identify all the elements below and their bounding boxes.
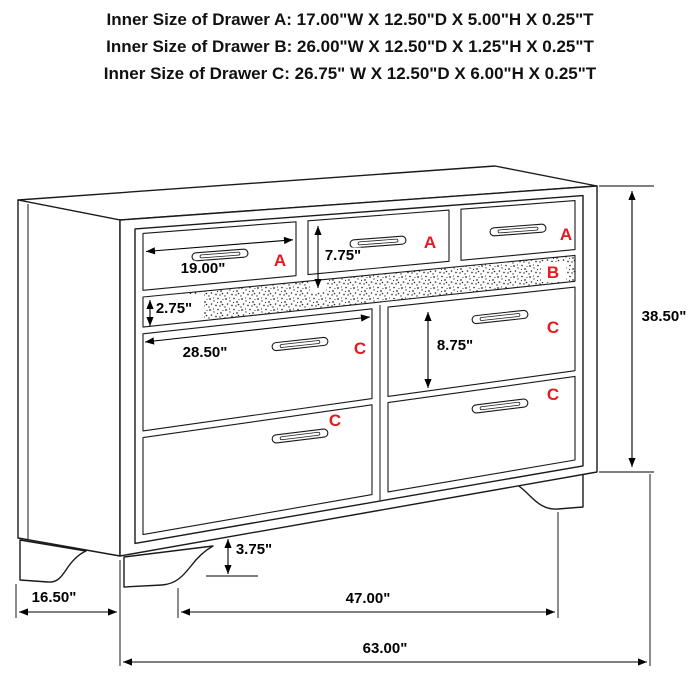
face-frame [134,194,584,545]
drawer-handle [349,235,407,249]
label-drawer-c-width: 28.50" [183,344,228,361]
arrow-drawer-a-width [145,236,294,255]
label-feet-span: 47.00" [346,590,391,607]
drawer-c-bottom-right [387,375,576,493]
drawer-handle [471,309,529,325]
dimension-labels: 19.00" 7.75" 2.75" 28.50" 8.75" 38.50" 3… [29,245,689,660]
letter-a-top-middle: A [424,233,436,252]
label-foot-height: 3.75" [236,541,272,558]
letter-a-top-left: A [274,251,286,270]
dresser-left-side [17,199,121,557]
label-drawer-a-width: 19.00" [181,260,226,277]
letter-a-top-right: A [560,225,572,244]
drawer-handle [271,428,329,444]
gap-b-letter [541,262,566,282]
dresser-body [17,165,598,588]
label-overall-width: 63.00" [363,640,408,657]
foot-front-left [123,545,214,588]
letter-c-mid-right: C [547,318,559,337]
extension-lines [15,185,654,666]
header-line-a: Inner Size of Drawer A: 17.00"W X 12.50"… [106,10,594,29]
letter-b-jewelry: B [547,263,559,282]
dimension-arrows [19,191,647,666]
letter-c-mid-left: C [354,339,366,358]
drawer-b-outline [142,254,576,328]
header-line-c: Inner Size of Drawer C: 26.75" W X 12.50… [104,64,597,83]
label-side-depth: 16.50" [32,589,77,606]
label-drawer-c-height: 8.75" [437,337,473,354]
label-overall-height: 38.50" [642,308,687,325]
header-text: Inner Size of Drawer A: 17.00"W X 12.50"… [104,10,597,83]
label-drawer-a-height: 7.75" [325,247,361,264]
letter-c-bottom-left: C [329,411,341,430]
foot-back-left [19,539,87,583]
drawer-handle [471,398,529,414]
arrow-drawer-c-width [144,314,371,345]
header-line-b: Inner Size of Drawer B: 26.00"W X 12.50"… [106,37,594,56]
letter-c-bottom-right: C [547,385,559,404]
drawer-b-sparkle-band [143,255,575,328]
label-drawer-b-height: 2.75" [156,300,192,317]
drawer-handle [489,223,547,237]
